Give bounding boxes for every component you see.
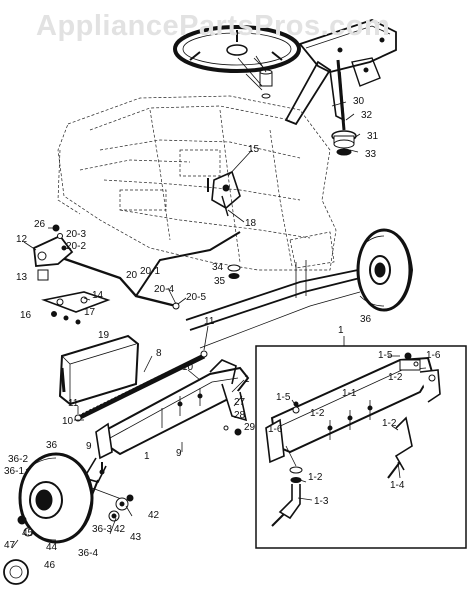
label-45: 45: [22, 528, 34, 539]
label-33: 33: [365, 149, 377, 160]
label-20-4: 20-4: [154, 284, 174, 295]
label-44: 44: [46, 542, 58, 553]
label-36-3: 36-3: [92, 524, 112, 535]
label-28: 28: [234, 410, 246, 421]
label-1-6-top: 1-6: [426, 350, 441, 361]
label-20-3: 20-3: [66, 229, 86, 240]
leader-lines: [11, 55, 401, 549]
label-29: 29: [244, 422, 256, 433]
label-15: 15: [248, 144, 260, 155]
label-10-top: 10: [182, 362, 194, 373]
label-10-bottom: 10: [62, 416, 74, 427]
label-1-6-left: 1-6: [268, 424, 283, 435]
spindle-right-27-28-29: [221, 383, 248, 436]
label-46: 46: [44, 560, 56, 571]
label-27: 27: [234, 397, 246, 408]
tire-36-right: [356, 228, 414, 312]
callout-labels: 30 32 31 33 15 18 34 35 36 26 20-3 12 20…: [4, 96, 441, 571]
label-36-left-tire: 36: [46, 440, 58, 451]
label-16: 16: [20, 310, 32, 321]
label-1-5-left: 1-5: [276, 392, 291, 403]
label-43: 43: [130, 532, 142, 543]
hub-hardware-42-43: [108, 494, 134, 522]
label-47: 47: [4, 540, 16, 551]
washer-34-35: [227, 264, 241, 279]
label-11-top: 11: [204, 316, 215, 327]
label-1-3: 1-3: [314, 496, 329, 507]
chassis-frame-outline: [57, 95, 337, 271]
steering-wheel: [173, 25, 301, 73]
label-1-2-right: 1-2: [382, 418, 397, 429]
label-1-axle: 1: [244, 374, 250, 385]
label-34: 34: [212, 262, 224, 273]
label-36-right-tire: 36: [360, 314, 372, 325]
side-panel-8: [58, 334, 140, 406]
label-31: 31: [367, 131, 379, 142]
steering-bracket: [207, 170, 241, 217]
pivot-bar-14: [41, 291, 111, 325]
label-19: 19: [98, 330, 110, 341]
label-20-2: 20-2: [66, 241, 86, 252]
hub-cap-46-47: [3, 515, 33, 585]
bushing-13: [37, 269, 49, 281]
label-17: 17: [84, 307, 96, 318]
steering-shaft: [331, 59, 357, 156]
tie-rod: [74, 350, 208, 422]
front-axle-main: [95, 359, 250, 460]
label-30: 30: [353, 96, 365, 107]
drag-link-rod: [61, 231, 241, 310]
label-1-5-top: 1-5: [378, 350, 393, 361]
label-14: 14: [92, 290, 104, 301]
axle-detail-box: [255, 336, 467, 549]
watermark: AppliancePartsPros.com: [36, 10, 391, 42]
label-20-5: 20-5: [186, 292, 206, 303]
frame-rails: [185, 260, 361, 349]
label-1-4: 1-4: [390, 480, 405, 491]
label-1-1: 1-1: [342, 388, 357, 399]
label-9-left: 9: [86, 441, 92, 452]
label-1-2-mid: 1-2: [310, 408, 325, 419]
label-1-lower: 1: [144, 451, 150, 462]
label-8: 8: [156, 348, 162, 359]
steering-arm-12: [33, 234, 74, 267]
label-26: 26: [34, 219, 46, 230]
label-42-lower: 42: [114, 524, 126, 535]
label-42-right: 42: [148, 510, 160, 521]
label-13: 13: [16, 272, 28, 283]
label-20: 20: [126, 270, 138, 281]
label-32: 32: [361, 110, 373, 121]
label-1-2-top: 1-2: [388, 372, 403, 383]
label-36-4: 36-4: [78, 548, 98, 559]
label-18: 18: [245, 218, 257, 229]
label-1-2-lower: 1-2: [308, 472, 323, 483]
label-36-1: 36-1: [4, 466, 24, 477]
label-1-detail: 1: [338, 325, 344, 336]
nut-26: [52, 224, 63, 239]
label-20-1: 20-1: [140, 266, 160, 277]
label-9-center: 9: [176, 448, 182, 459]
label-11-bottom: 11: [68, 398, 79, 409]
label-12: 12: [16, 234, 28, 245]
label-36-2: 36-2: [8, 454, 28, 465]
label-35: 35: [214, 276, 226, 287]
bolt-pins-9: [99, 442, 183, 475]
